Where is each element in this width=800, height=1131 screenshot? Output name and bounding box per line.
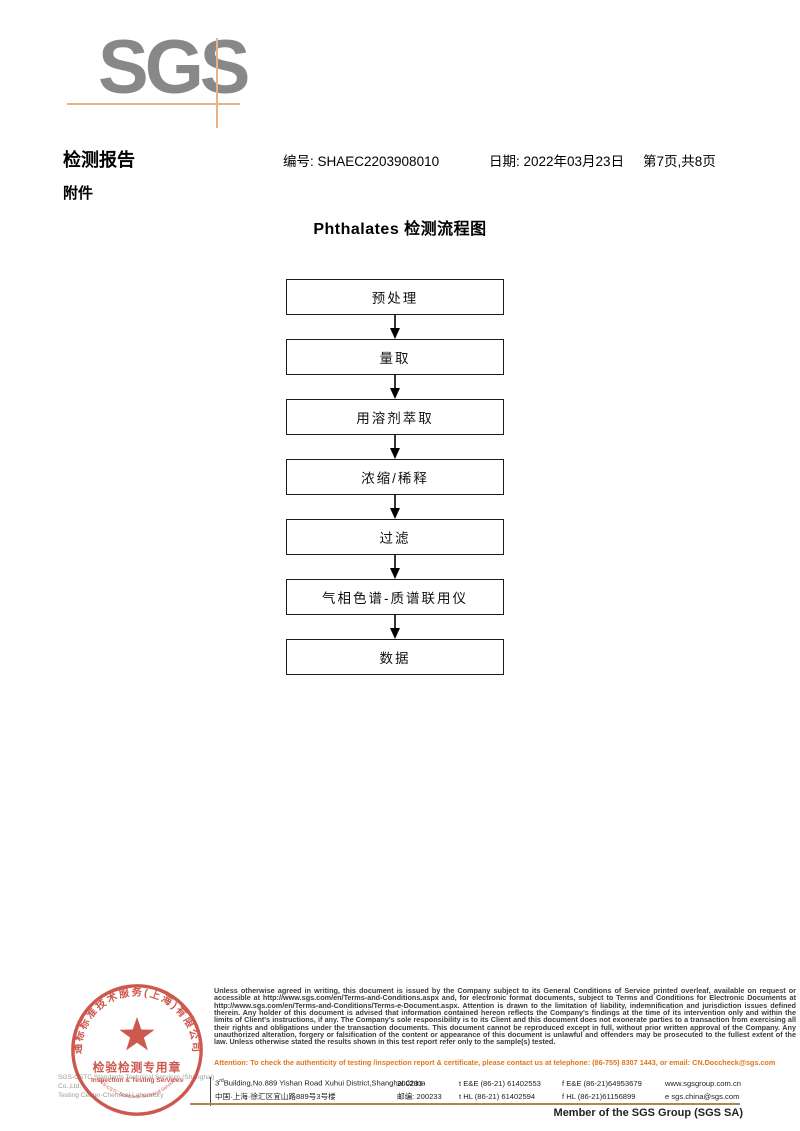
- postal-code-cn: 邮编: 200233: [397, 1092, 442, 1101]
- member-of-sgs-text: Member of the SGS Group (SGS SA): [553, 1107, 743, 1119]
- flow-step-solvent-extraction: 用溶剂萃取: [286, 399, 504, 435]
- company-dept: Testing Center-Chemical Laboratory: [58, 1092, 164, 1099]
- logo-crosshair-vertical: [216, 38, 218, 128]
- stamp-center-line1: 检验检测专用章: [93, 1060, 181, 1074]
- phone-tel-cn: t HL (86-21) 61402594: [459, 1092, 536, 1101]
- phone-fax-en: f E&E (86-21)64953679: [562, 1078, 642, 1088]
- inspection-stamp: 通标标准技术服务(上海)有限公司 检验检测专用章 Inspection & Te…: [71, 984, 203, 1116]
- logo-crosshair-horizontal: [67, 103, 240, 105]
- address-cn: 中国·上海·徐汇区宜山路889号3号楼: [215, 1092, 336, 1101]
- flow-step-measure: 量取: [286, 339, 504, 375]
- legal-disclaimer: Unless otherwise agreed in writing, this…: [214, 986, 796, 1047]
- company-name-gray: SGS-CSTC Standards Technical Services (S…: [58, 1073, 223, 1100]
- flow-step-concentrate-dilute: 浓缩/稀释: [286, 459, 504, 495]
- email-address: e sgs.china@sgs.com: [665, 1092, 740, 1101]
- flow-step-filter: 过滤: [286, 519, 504, 555]
- postal-code-en: 200233: [397, 1078, 423, 1088]
- address-divider-line: [210, 1077, 211, 1106]
- address-row-en: 3rdBuilding,No.889 Yishan Road Xuhui Dis…: [215, 1078, 796, 1091]
- flow-arrow-icon: [390, 435, 400, 459]
- website-url: www.sgsgroup.com.cn: [665, 1078, 741, 1088]
- flow-arrow-icon: [390, 495, 400, 519]
- flow-arrow-icon: [390, 615, 400, 639]
- company-name-en: SGS-CSTC Standards Technical Services (S…: [58, 1074, 215, 1090]
- flow-arrow-icon: [390, 375, 400, 399]
- flow-arrow-icon: [390, 315, 400, 339]
- page-indicator: 第7页,共8页: [643, 154, 716, 169]
- flow-step-pretreatment: 预处理: [286, 279, 504, 315]
- attachment-label: 附件: [63, 185, 94, 202]
- stamp-ring: [71, 984, 203, 1116]
- flow-arrow-icon: [390, 555, 400, 579]
- address-en: 3rdBuilding,No.889 Yishan Road Xuhui Dis…: [215, 1078, 426, 1088]
- flowchart-title: Phthalates 检测流程图: [313, 221, 487, 238]
- phone-fax-cn: f HL (86-21)61156899: [562, 1092, 636, 1101]
- footer-rule-line: [190, 1103, 740, 1105]
- report-title: 检测报告: [63, 150, 135, 170]
- address-row-cn: 中国·上海·徐汇区宜山路889号3号楼 邮编: 200233 t HL (86-…: [215, 1091, 796, 1104]
- phone-tel-en: t E&E (86-21) 61402553: [459, 1078, 541, 1088]
- report-number: 编号: SHAEC2203908010: [283, 154, 440, 169]
- flow-step-gcms: 气相色谱-质谱联用仪: [286, 579, 504, 615]
- flow-step-data: 数据: [286, 639, 504, 675]
- sgs-logo: SGS: [98, 25, 250, 110]
- report-date: 日期: 2022年03月23日: [489, 154, 625, 169]
- stamp-center-line2: Inspection & Testing Services: [91, 1077, 183, 1084]
- address-block: 3rdBuilding,No.889 Yishan Road Xuhui Dis…: [215, 1078, 796, 1104]
- attention-notice: Attention: To check the authenticity of …: [214, 1058, 776, 1067]
- stamp-star-icon: [119, 1016, 155, 1051]
- flowchart: 预处理 量取 用溶剂萃取 浓缩/稀释 过滤 气相色谱-质谱联用仪 数据: [286, 279, 504, 675]
